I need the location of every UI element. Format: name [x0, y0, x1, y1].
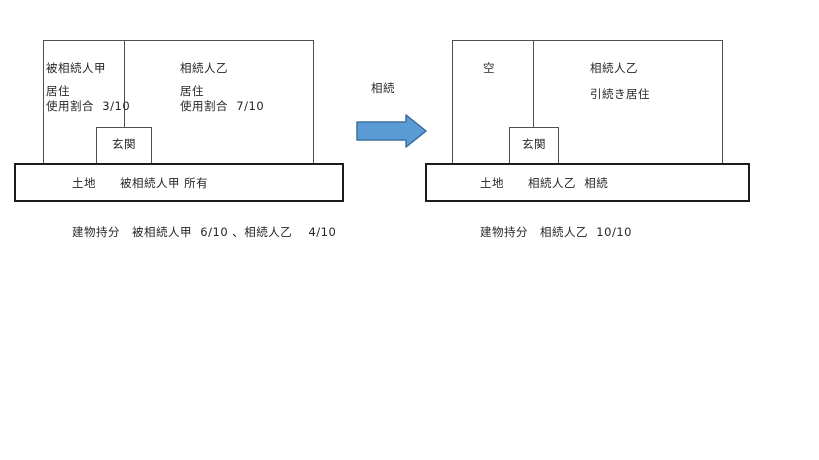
after-building-outline — [452, 40, 723, 164]
after-right-unit-status: 引続き居住 — [590, 87, 650, 101]
before-right-unit-usage: 使用割合 7/10 — [180, 99, 265, 113]
after-left-unit-owner: 空 — [483, 61, 495, 75]
after-building-share-caption: 建物持分 相続人乙 10/10 — [480, 225, 632, 239]
after-unit-divider-line — [533, 40, 534, 128]
before-left-unit-status: 居住 — [46, 84, 70, 98]
right-arrow-icon — [356, 112, 428, 154]
after-land-label: 土地 相続人乙 相続 — [480, 176, 609, 190]
after-right-unit-owner: 相続人乙 — [590, 61, 638, 75]
after-entrance-box — [509, 127, 559, 164]
before-right-unit-owner: 相続人乙 — [180, 61, 228, 75]
before-left-unit-owner: 被相続人甲 — [46, 61, 106, 75]
before-land-bar — [14, 163, 344, 202]
before-left-unit-usage: 使用割合 3/10 — [46, 99, 131, 113]
before-unit-divider-line — [124, 40, 125, 128]
after-entrance-label: 玄関 — [522, 137, 546, 151]
before-right-unit-status: 居住 — [180, 84, 204, 98]
before-land-label: 土地 被相続人甲 所有 — [72, 176, 209, 190]
after-land-bar — [425, 163, 750, 202]
before-building-outline — [43, 40, 314, 164]
before-entrance-box — [96, 127, 152, 164]
transition-label: 相続 — [371, 81, 395, 95]
before-entrance-label: 玄関 — [112, 137, 136, 151]
before-building-share-caption: 建物持分 被相続人甲 6/10 、相続人乙 4/10 — [72, 225, 337, 239]
